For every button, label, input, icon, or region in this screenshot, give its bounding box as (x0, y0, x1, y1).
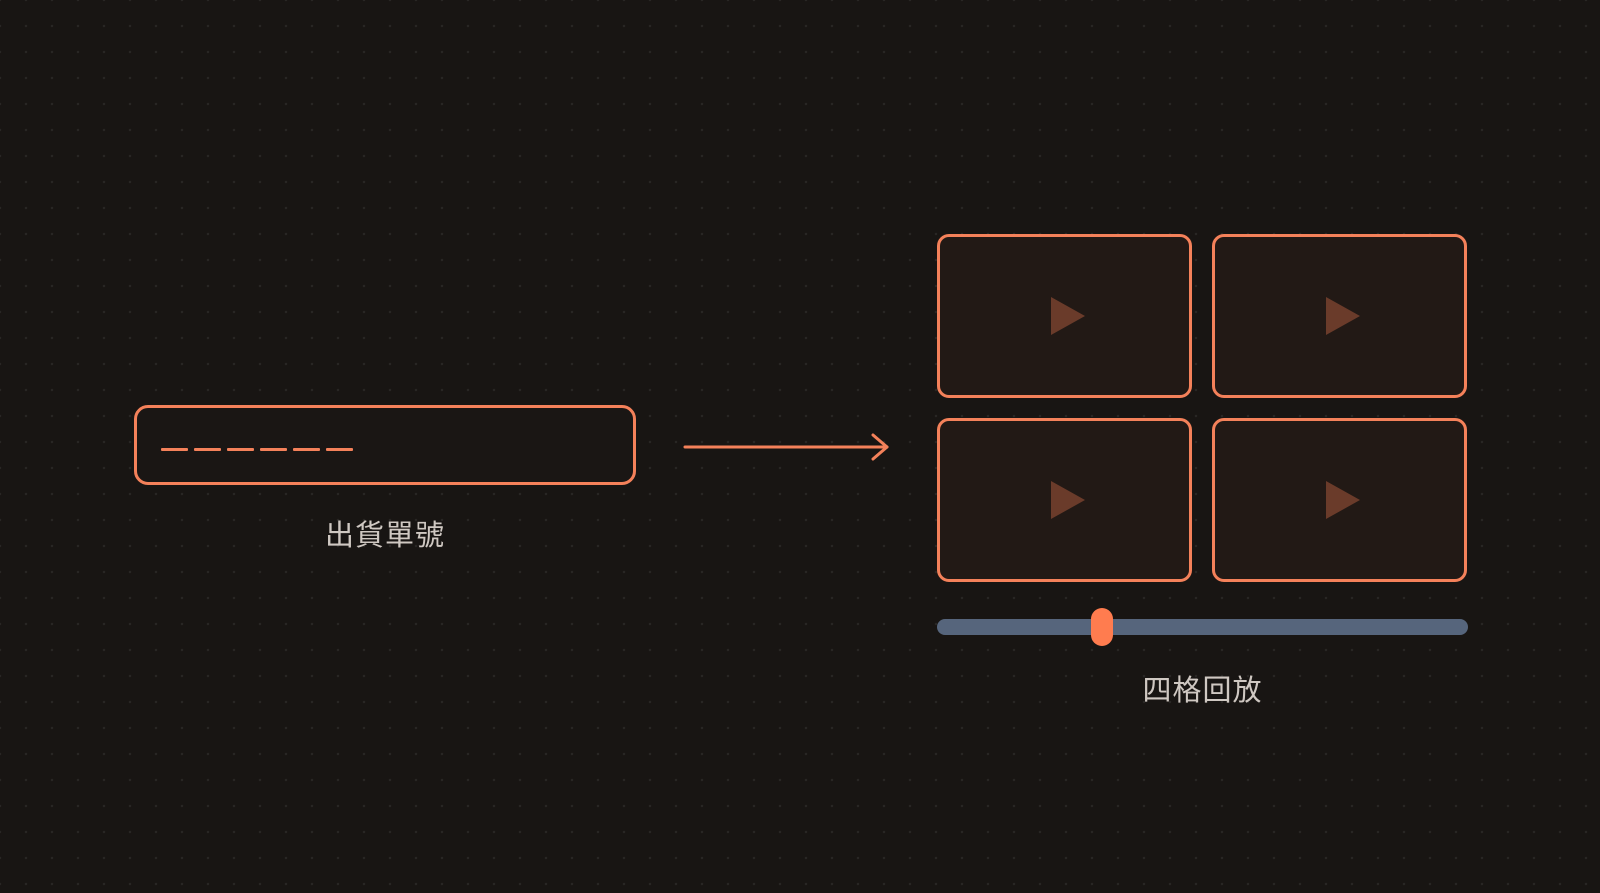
order-number-input[interactable] (134, 405, 636, 485)
placeholder-dash (227, 448, 254, 451)
play-icon (1325, 481, 1360, 519)
order-number-label: 出貨單號 (324, 518, 445, 552)
video-tile-2[interactable] (1212, 234, 1467, 398)
play-icon (1050, 481, 1085, 519)
placeholder-dash (161, 448, 188, 451)
playback-scrubber[interactable] (937, 608, 1468, 646)
quad-video-grid (937, 234, 1467, 582)
video-tile-4[interactable] (1212, 418, 1467, 582)
placeholder-dash (326, 448, 353, 451)
play-icon (1050, 297, 1085, 335)
placeholder-dash (293, 448, 320, 451)
placeholder-dashes (161, 448, 353, 451)
play-icon (1325, 297, 1360, 335)
quad-playback-label: 四格回放 (1142, 673, 1263, 707)
video-tile-3[interactable] (937, 418, 1192, 582)
arrow-right-icon (683, 433, 889, 461)
placeholder-dash (194, 448, 221, 451)
video-tile-1[interactable] (937, 234, 1192, 398)
scrubber-thumb[interactable] (1090, 608, 1113, 646)
placeholder-dash (260, 448, 287, 451)
